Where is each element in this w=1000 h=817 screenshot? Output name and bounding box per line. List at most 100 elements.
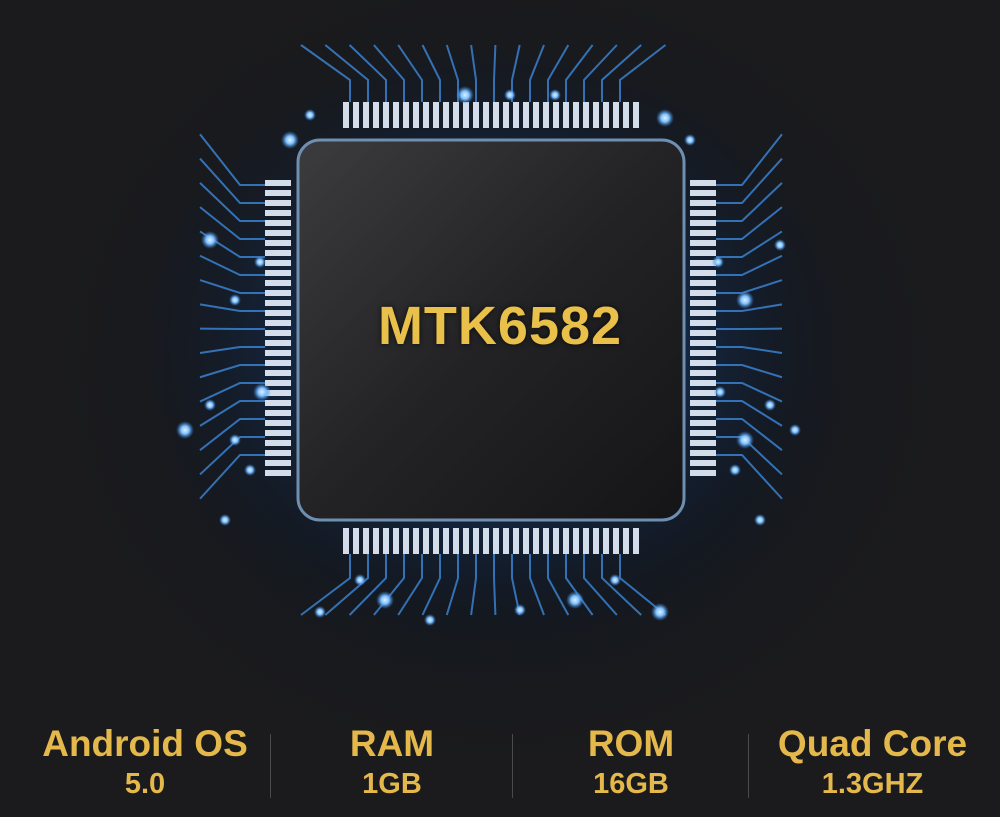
circuit-node [684, 134, 696, 146]
circuit-node [656, 109, 674, 127]
chip-pin [690, 250, 716, 256]
chip-pin [623, 528, 629, 554]
chip-pin [413, 528, 419, 554]
circuit-trace [397, 44, 423, 102]
circuit-trace [529, 44, 545, 102]
circuit-node [229, 294, 241, 306]
circuit-trace [324, 554, 369, 616]
circuit-trace [199, 182, 265, 222]
chip-pin [690, 450, 716, 456]
circuit-trace [547, 554, 570, 616]
spec-title: Quad Core [777, 723, 968, 764]
chip-pin [690, 430, 716, 436]
circuit-trace [300, 554, 351, 616]
spec-ram: RAM 1GB [272, 722, 512, 802]
chip-pin [353, 102, 359, 128]
chip-pin [690, 350, 716, 356]
circuit-node [609, 574, 621, 586]
circuit-trace [470, 44, 477, 102]
chip-pin [433, 528, 439, 554]
chip-pin [443, 528, 449, 554]
circuit-trace [470, 554, 477, 616]
chip-pin [265, 260, 291, 266]
circuit-trace [716, 303, 783, 312]
spec-title: RAM [349, 723, 435, 764]
spec-value: 1GB [362, 768, 422, 800]
circuit-node [504, 89, 516, 101]
chip-pin [265, 430, 291, 436]
circuit-node [789, 424, 801, 436]
circuit-node [281, 131, 299, 149]
circuit-trace [199, 382, 265, 403]
chip-pin [265, 190, 291, 196]
chip-pin [423, 102, 429, 128]
chip-pin [690, 320, 716, 326]
chip-model-label: MTK6582 [377, 296, 623, 356]
chip-pin [265, 380, 291, 386]
circuit-node [254, 256, 266, 268]
chip-pin [690, 460, 716, 466]
circuit-trace [373, 44, 405, 102]
spec-divider [748, 734, 749, 798]
chip-pin [633, 102, 639, 128]
chip-pin [593, 102, 599, 128]
chip-pin [513, 102, 519, 128]
circuit-node [253, 383, 271, 401]
chip-pin [265, 210, 291, 216]
circuit-node [712, 256, 724, 268]
circuit-trace [619, 44, 667, 102]
circuit-trace [199, 206, 265, 240]
chip-pin [423, 528, 429, 554]
chip-pin [690, 210, 716, 216]
chip-pin [383, 528, 389, 554]
chip-pin [613, 528, 619, 554]
circuit-trace [716, 133, 783, 186]
chip-pin [453, 102, 459, 128]
circuit-node [549, 89, 561, 101]
circuit-trace [199, 346, 265, 354]
circuit-trace [716, 454, 783, 500]
circuit-node [729, 464, 741, 476]
circuit-node [201, 231, 219, 249]
chip-pin [690, 300, 716, 306]
circuit-trace [716, 157, 783, 204]
circuit-trace [716, 400, 783, 427]
chip-pin [543, 528, 549, 554]
chip-pin [690, 410, 716, 416]
chip-pin [373, 528, 379, 554]
circuit-node [354, 574, 366, 586]
circuit-trace [493, 554, 497, 616]
chip-pin [265, 410, 291, 416]
circuit-trace [583, 44, 618, 102]
chip-pin [690, 260, 716, 266]
chip-pin [613, 102, 619, 128]
circuit-node [176, 421, 194, 439]
chip-pin [583, 102, 589, 128]
chip-pin [265, 400, 291, 406]
chip-pin [553, 102, 559, 128]
circuit-trace [348, 554, 387, 616]
chip-pin [690, 420, 716, 426]
chip-pin [343, 528, 349, 554]
circuit-trace [300, 44, 351, 102]
chip-pin [363, 102, 369, 128]
chip-pin [690, 290, 716, 296]
chip-pin [503, 528, 509, 554]
chip-pin [265, 270, 291, 276]
circuit-node [514, 604, 526, 616]
chip-pin [633, 528, 639, 554]
circuit-trace [565, 554, 594, 616]
chip-pin [690, 310, 716, 316]
chip-pin [265, 450, 291, 456]
chip-pin [593, 528, 599, 554]
circuit-trace [199, 157, 265, 204]
circuit-trace [716, 230, 783, 258]
chip-body [296, 138, 686, 522]
chip-pin [573, 528, 579, 554]
circuit-trace [199, 454, 265, 500]
chip-pin [603, 102, 609, 128]
circuit-trace [716, 254, 783, 276]
spec-title: Android OS [42, 723, 248, 764]
circuit-node [736, 431, 754, 449]
chip-pin [265, 290, 291, 296]
